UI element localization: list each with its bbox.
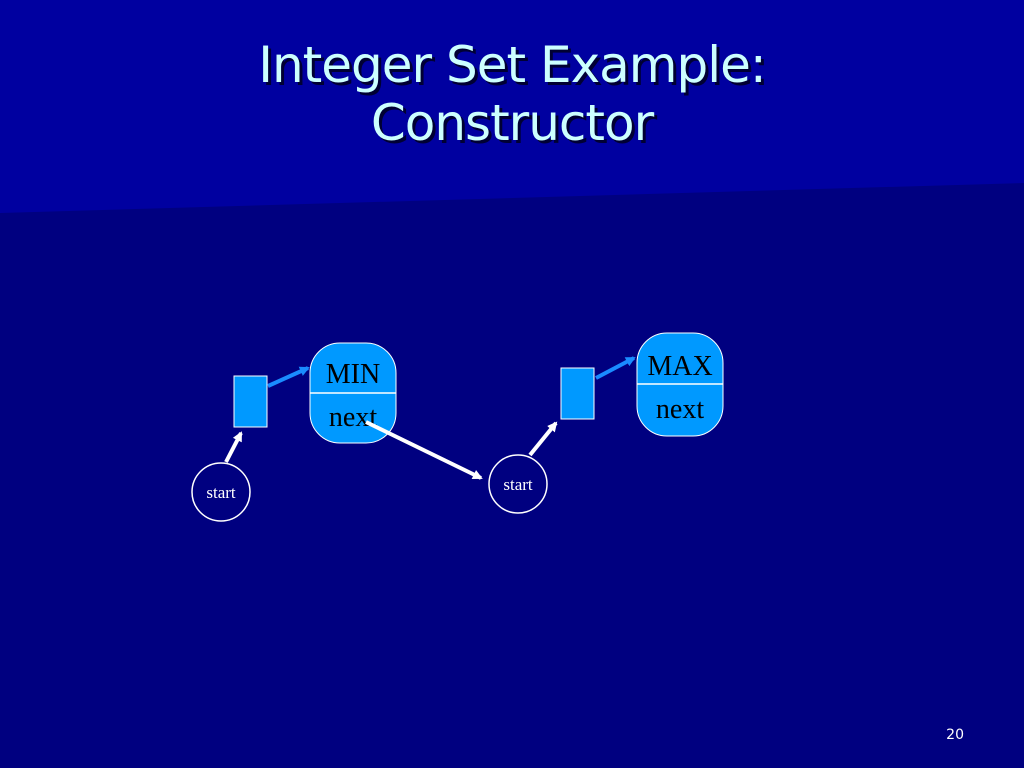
- arrow-next-to-start-2: [365, 420, 483, 480]
- start-label-2: start: [503, 475, 533, 494]
- node-value-max: MAX: [647, 351, 712, 382]
- node-next-max: next: [656, 394, 704, 425]
- list-node-min: MIN next: [309, 342, 397, 444]
- start-node-2: start: [488, 454, 548, 514]
- node-value-min: MIN: [326, 359, 380, 390]
- start-node-1: start: [191, 462, 251, 522]
- list-node-max: MAX next: [636, 332, 724, 437]
- pointer-box-2: [560, 367, 595, 420]
- page-number: 20: [946, 727, 964, 743]
- title-line-2: Constructor: [370, 94, 654, 152]
- arrow-start-to-box-1: [224, 431, 243, 463]
- slide-title: Integer Set Example: Constructor: [112, 36, 912, 152]
- pointer-box-1: [233, 375, 268, 428]
- start-label-1: start: [206, 483, 236, 502]
- arrow-start-to-box-2: [528, 421, 558, 457]
- arrow-box-to-min: [267, 366, 310, 388]
- node-next-min: next: [329, 402, 377, 433]
- title-line-1: Integer Set Example:: [258, 36, 767, 94]
- arrow-box-to-max: [595, 356, 636, 380]
- title-band: [0, 0, 1024, 213]
